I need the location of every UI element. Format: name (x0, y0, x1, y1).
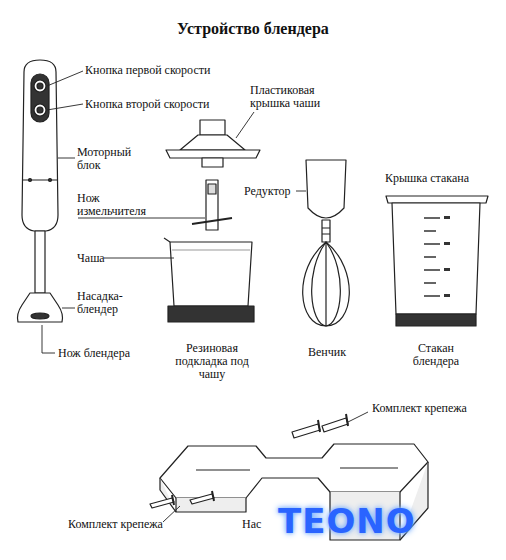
part-label: Крышка стакана (385, 172, 469, 185)
part-label: Пластиковая крышка чаши (250, 84, 338, 110)
part-label: Венчик (308, 346, 346, 359)
chopper-knife (192, 180, 232, 230)
part-label: Комплект крепежа (68, 518, 163, 531)
part-label: Нас (242, 518, 261, 531)
whisk (303, 160, 350, 326)
fastener-kit (150, 414, 348, 508)
part-label: Нож блендера (58, 347, 130, 360)
chopper-bowl (164, 238, 254, 322)
hand-blender (18, 60, 63, 322)
part-label: Насадка-блендер (77, 290, 135, 316)
part-label: Нож измельчителя (77, 192, 159, 218)
blender-beaker (386, 196, 488, 326)
part-label: Стакан блендера (404, 342, 468, 368)
part-label: Кнопка второй скорости (85, 98, 210, 111)
part-label: Кнопка первой скорости (85, 64, 210, 77)
part-label: Чаша (77, 252, 105, 265)
wall-mount (160, 444, 428, 540)
part-label: Моторный блок (77, 146, 137, 172)
part-label: Комплект крепежа (372, 402, 467, 415)
chopper-lid (166, 120, 260, 167)
diagram-title: Устройство блендера (177, 20, 329, 38)
part-label: Редуктор (244, 185, 291, 198)
watermark: TEONO (278, 502, 416, 540)
part-label: Резиновая подкладка под чашу (175, 342, 249, 381)
leader-lines (42, 71, 368, 522)
